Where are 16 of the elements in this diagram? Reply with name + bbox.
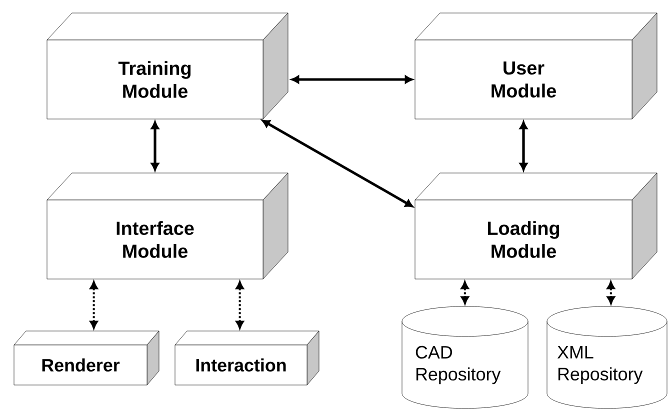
arrow <box>151 121 159 171</box>
arrow <box>606 281 615 304</box>
database-cylinder: CAD Repository <box>402 306 528 409</box>
module-box: Training Module <box>46 12 288 120</box>
arrow <box>291 76 413 84</box>
arrow <box>460 281 469 304</box>
arrow <box>262 120 414 208</box>
module-box: Interface Module <box>46 172 288 280</box>
module-box: Renderer <box>14 330 160 386</box>
arrow <box>90 281 98 329</box>
module-box: User Module <box>414 12 658 120</box>
module-box: Loading Module <box>414 172 658 280</box>
arrow <box>520 121 528 171</box>
arrow <box>236 281 244 329</box>
module-box: Interaction <box>174 330 320 386</box>
database-cylinder: XML Repository <box>546 306 668 409</box>
